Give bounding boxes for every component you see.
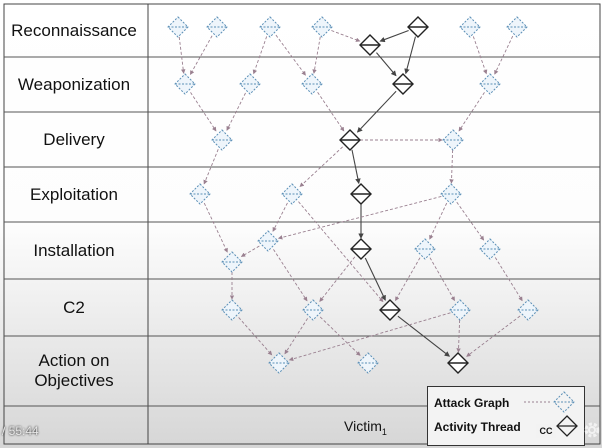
attack-graph-node-e3 — [440, 183, 462, 205]
attack-graph-node-i1 — [257, 230, 279, 252]
edge-w2-d1 — [226, 92, 246, 131]
attack-graph-node-r2 — [206, 16, 228, 38]
attack-graph-node-w4 — [479, 73, 501, 95]
edge-w3-dt — [317, 92, 345, 132]
edge-rt1-wt — [376, 52, 397, 77]
attack-graph-node-r6 — [506, 16, 528, 38]
attack-graph-node-w3 — [301, 73, 323, 95]
edge-i3-ct — [395, 257, 421, 302]
activity-thread-node-ot — [447, 352, 469, 374]
attack-graph-node-r1 — [167, 16, 189, 38]
attack-graph-node-e1 — [189, 183, 211, 205]
edge-r4-w3 — [312, 36, 321, 74]
edge-r5-w4 — [472, 36, 488, 75]
attack-graph-node-e2 — [281, 183, 303, 205]
phase-label-6: C2 — [63, 297, 85, 317]
attack-graph-node-r5 — [459, 16, 481, 38]
edge-c1-o1 — [238, 317, 273, 356]
edge-i1-c2 — [273, 249, 308, 302]
victim-label: Victim1 — [344, 418, 387, 437]
activity-thread-node-dt — [339, 129, 361, 151]
edge-e3-i4 — [456, 201, 485, 241]
attack-graph-symbol-icon — [553, 391, 575, 413]
activity-thread-node-rt1 — [359, 34, 381, 56]
nodes — [167, 16, 539, 374]
edge-rt2-rt1 — [379, 29, 409, 43]
attack-graph-node-c4 — [517, 299, 539, 321]
attack-graph-node-c2 — [302, 299, 324, 321]
edge-w4-d2 — [458, 92, 485, 132]
edge-r2-w1 — [189, 35, 213, 76]
edge-dt-et — [351, 149, 361, 185]
legend-activity-thread: Activity Thread — [434, 417, 521, 437]
activity-thread-node-ct — [379, 299, 401, 321]
edge-c4-ot — [466, 315, 521, 357]
edge-w1-d1 — [190, 92, 217, 132]
activity-thread-node-et — [350, 183, 372, 205]
edge-i3-c3 — [429, 257, 455, 302]
attack-graph-node-d2 — [442, 129, 464, 151]
edge-it-ct — [364, 257, 386, 301]
activity-thread-node-wt — [392, 73, 414, 95]
phase-label-3: Delivery — [43, 129, 105, 149]
attack-graph-node-r3 — [259, 16, 281, 38]
phase-grid — [3, 3, 601, 445]
edge-e3-i3 — [429, 202, 448, 240]
legend-activity-thread-label: Activity Thread — [434, 420, 521, 434]
edge-d1-e1 — [203, 149, 219, 185]
edge-i1-i2 — [240, 245, 260, 257]
attack-graph-node-r4 — [311, 16, 333, 38]
phase-label-5: Installation — [33, 240, 115, 260]
edge-ct-ot — [397, 315, 451, 357]
attack-graph-node-o2 — [357, 352, 379, 374]
edge-r1-w1 — [178, 36, 186, 74]
edge-c3-o1 — [288, 312, 451, 362]
video-timecode: / 55:44 — [2, 424, 39, 438]
attack-graph-node-c3 — [449, 299, 471, 321]
attack-graph-node-i3 — [414, 238, 436, 260]
phase-label-4: Exploitation — [30, 184, 118, 204]
legend-attack-graph-label: Attack Graph — [434, 396, 510, 410]
gear-icon[interactable] — [582, 420, 602, 440]
attack-graph-node-w1 — [174, 73, 196, 95]
edge-c3-ot — [456, 319, 461, 353]
attack-graph-node-w2 — [239, 73, 261, 95]
edges — [178, 29, 523, 362]
attack-graph-node-i4 — [479, 238, 501, 260]
edge-e2-i1 — [272, 202, 288, 232]
attack-graph-node-o1 — [268, 352, 290, 374]
edge-e2-ct — [298, 201, 384, 303]
activity-thread-symbol-icon — [556, 415, 578, 437]
legend-symbols — [524, 391, 578, 437]
attack-graph-node-d1 — [211, 129, 233, 151]
edge-c2-o2 — [319, 316, 361, 356]
edge-rt2-wt — [404, 36, 416, 75]
edge-c2-o1 — [284, 318, 308, 355]
legend: Attack Graph Activity Thread — [427, 386, 585, 446]
phase-label-1: Reconnaissance — [11, 20, 137, 40]
edge-r4-rt1 — [331, 30, 361, 42]
edge-r3-w3 — [275, 34, 306, 76]
edge-e3-i1 — [277, 196, 442, 240]
edge-i4-c4 — [494, 257, 523, 302]
edge-r6-w4 — [494, 35, 514, 75]
phase-label-2: Weaponization — [17, 74, 131, 94]
edge-wt-dt — [356, 90, 397, 133]
edge-r3-w2 — [252, 36, 268, 75]
activity-thread-node-it — [350, 238, 372, 260]
edge-d2-e3 — [449, 149, 454, 184]
phase-label-7: Action on Objectives — [34, 351, 114, 390]
attack-graph-node-c1 — [221, 299, 243, 321]
legend-attack-graph: Attack Graph — [434, 393, 509, 413]
closed-captions-button[interactable]: CC — [536, 424, 556, 438]
edge-it-c2 — [319, 256, 356, 302]
activity-thread-node-rt2 — [407, 16, 429, 38]
edge-e1-i2 — [203, 202, 228, 253]
grid-frame — [3, 3, 601, 445]
attack-graph-node-i2 — [221, 251, 243, 273]
